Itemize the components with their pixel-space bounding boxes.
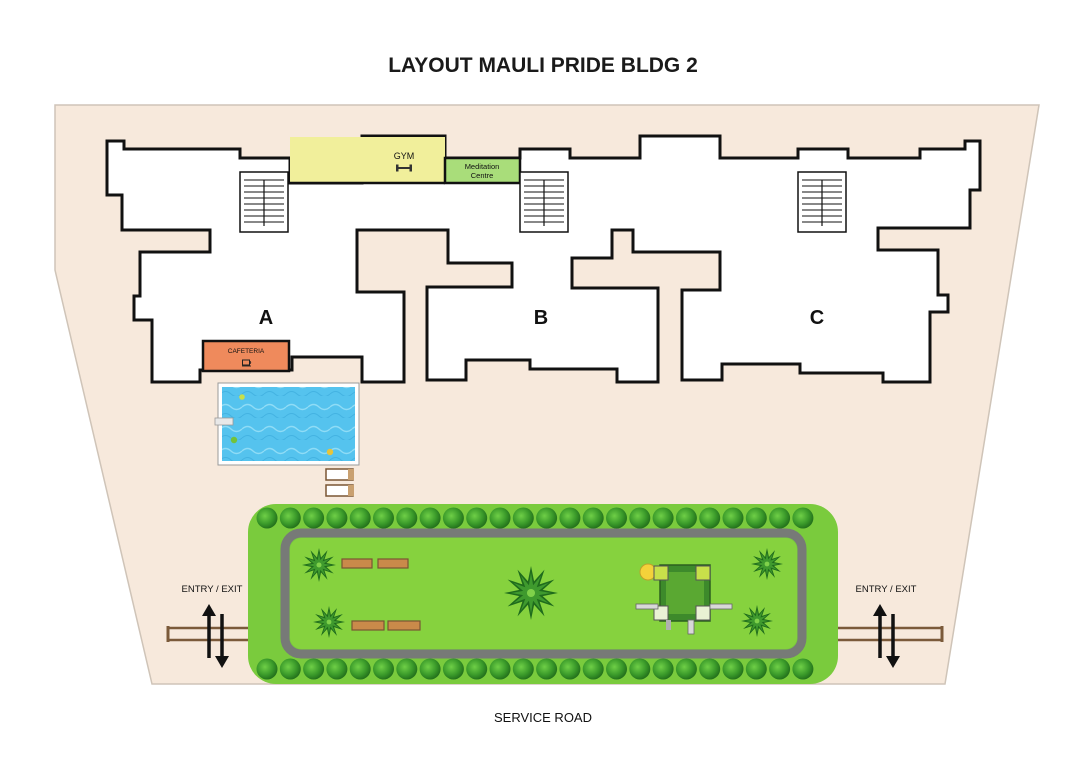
hedge-bush: [303, 658, 325, 680]
hedge-bush: [559, 658, 581, 680]
hedge-bush: [536, 658, 558, 680]
hedge-bush: [699, 507, 721, 529]
hedge-bush: [675, 658, 697, 680]
meditation-centre-room: [443, 156, 522, 185]
meditation-label-line2: Centre: [471, 171, 494, 180]
building-a-label: A: [259, 307, 273, 329]
hedge-bush: [419, 658, 441, 680]
hedge-bush: [396, 658, 418, 680]
hedge-bush: [722, 507, 744, 529]
garden-plants: [302, 548, 783, 638]
garden-benches: [341, 558, 421, 631]
hedge-bush: [396, 507, 418, 529]
building-outline: [105, 134, 982, 384]
hedge-bush: [606, 507, 627, 529]
entry-exit-label-right: ENTRY / EXIT: [856, 584, 917, 595]
hedge-bush: [326, 507, 348, 529]
hedge-bush: [466, 507, 488, 529]
hedge-bush: [279, 507, 301, 529]
hedge-bush: [489, 658, 511, 680]
hedge-bush: [629, 658, 651, 680]
hedge-bush: [279, 658, 301, 680]
dumbbell-icon: [396, 164, 412, 172]
meditation-label-line1: Meditation: [465, 162, 500, 171]
hedge-bush: [512, 507, 534, 529]
building-c-label: C: [810, 307, 824, 329]
entry-exit-label-left: ENTRY / EXIT: [182, 584, 243, 595]
hedge-bush: [559, 507, 581, 529]
hedge-bush: [745, 507, 767, 529]
hedge-row-top: [256, 507, 814, 529]
hedge-bush: [349, 507, 371, 529]
cafeteria-room: [201, 339, 291, 373]
hedge-bush: [466, 658, 488, 680]
hedge-bush: [349, 658, 371, 680]
hedge-bush: [582, 507, 604, 529]
hedge-bush: [675, 507, 697, 529]
hedge-row-bottom: [256, 658, 814, 680]
hedge-bush: [699, 658, 721, 680]
hedge-bush: [373, 658, 394, 680]
hedge-bush: [419, 507, 441, 529]
plan-title: LAYOUT MAULI PRIDE BLDG 2: [388, 54, 698, 77]
hedge-bush: [256, 507, 278, 529]
hedge-bush: [489, 507, 511, 529]
plant: [751, 548, 783, 580]
hedge-bush: [536, 507, 558, 529]
hedge-bush: [722, 658, 744, 680]
sun-loungers: [325, 468, 354, 497]
staircase-a: [239, 171, 289, 233]
plant: [504, 566, 558, 620]
right-entry-exit-arrows: [873, 604, 900, 668]
plant: [741, 605, 773, 637]
service-road-label: SERVICE ROAD: [494, 710, 592, 725]
hedge-bush: [629, 507, 651, 529]
hedge-bush: [652, 507, 674, 529]
plant: [313, 606, 345, 638]
hedge-bush: [769, 507, 791, 529]
hedge-bush: [326, 658, 348, 680]
left-entry-exit-arrows: [202, 604, 229, 668]
kids-play-area: [635, 563, 733, 635]
building-b-label: B: [534, 307, 548, 329]
hedge-bush: [652, 658, 674, 680]
staircase-b: [519, 171, 569, 233]
hedge-bush: [769, 658, 791, 680]
hedge-bush: [792, 507, 814, 529]
cafeteria-label: CAFETERIA: [228, 348, 265, 355]
hedge-bush: [256, 658, 278, 680]
hedge-bush: [745, 658, 767, 680]
gym-label: GYM: [394, 151, 415, 161]
hedge-bush: [512, 658, 534, 680]
hedge-bush: [442, 658, 464, 680]
plant: [302, 548, 336, 582]
hedge-bush: [442, 507, 464, 529]
walking-track: [280, 528, 807, 659]
staircase-c: [797, 171, 847, 233]
hedge-bush: [792, 658, 814, 680]
hedge-bush: [606, 658, 627, 680]
coffee-cup-icon: [242, 359, 252, 367]
hedge-bush: [303, 507, 325, 529]
hedge-bush: [582, 658, 604, 680]
hedge-bush: [373, 507, 394, 529]
swimming-pool: [214, 382, 360, 466]
